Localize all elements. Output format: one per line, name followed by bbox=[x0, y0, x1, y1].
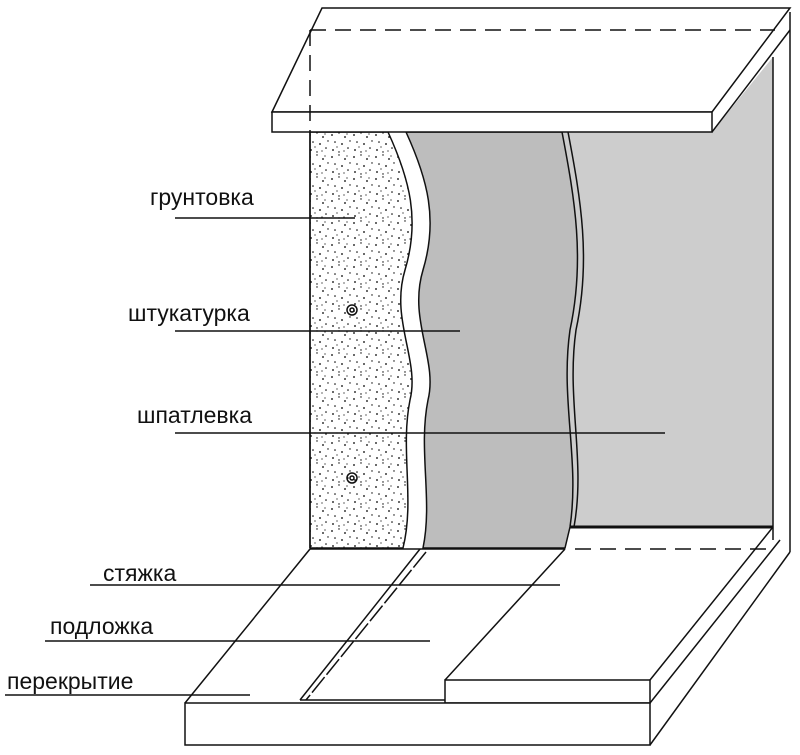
label-putty: шпатлевка bbox=[137, 402, 253, 428]
floor-slab bbox=[184, 702, 651, 746]
label-primer: грунтовка bbox=[150, 184, 254, 210]
putty-layer bbox=[404, 131, 579, 549]
label-underlay: подложка bbox=[50, 613, 154, 639]
back-wall bbox=[560, 57, 773, 527]
label-screed: стяжка bbox=[103, 560, 177, 586]
anchor-marker bbox=[346, 304, 358, 316]
label-plaster: штукатурка bbox=[128, 300, 250, 326]
plaster-layer bbox=[309, 131, 413, 549]
screed-step bbox=[444, 679, 651, 704]
ceiling-slab bbox=[270, 7, 792, 113]
label-slab: перекрытие bbox=[7, 668, 134, 694]
anchor-marker bbox=[346, 472, 358, 484]
